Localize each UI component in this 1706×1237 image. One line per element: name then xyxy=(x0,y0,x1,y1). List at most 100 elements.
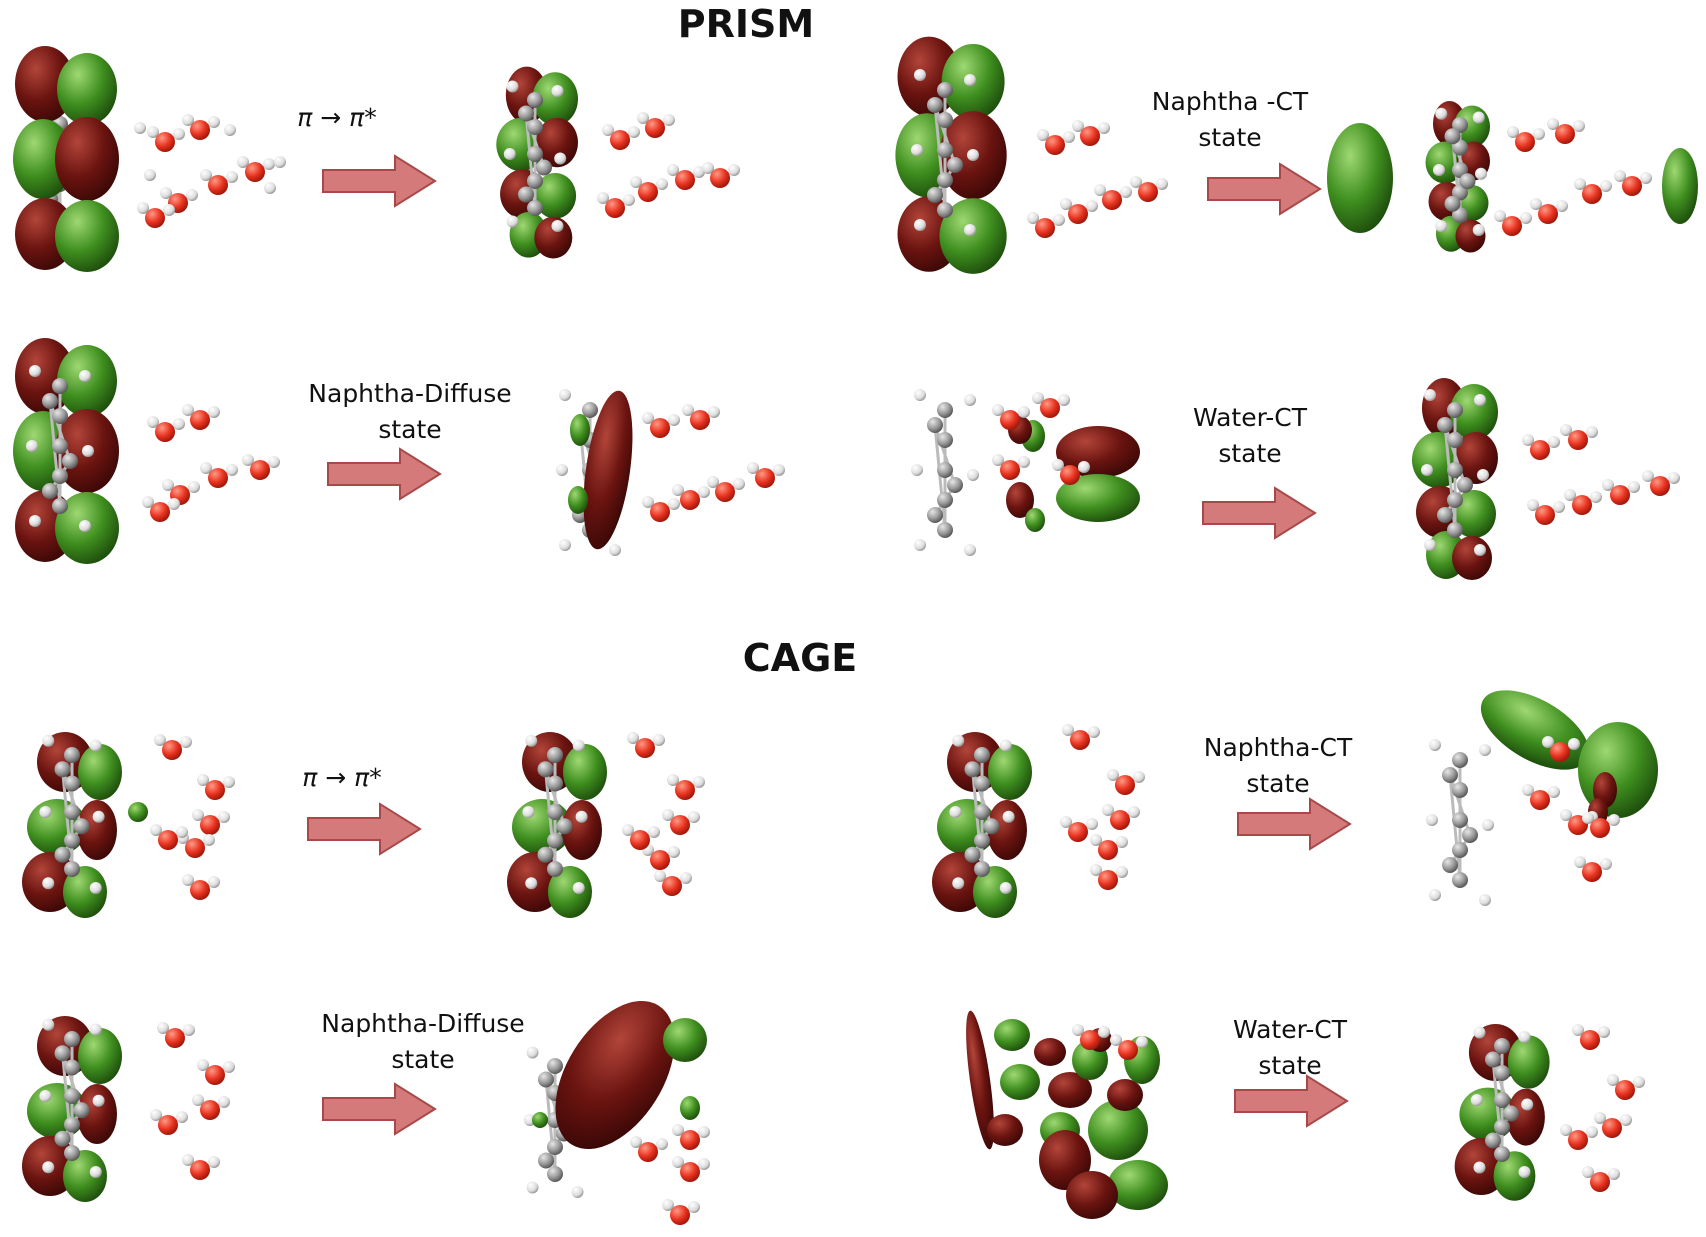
oxygen-atom xyxy=(680,490,700,510)
label-line: state xyxy=(1198,123,1262,152)
hydrogen-atom xyxy=(1553,501,1565,513)
carbon-atom xyxy=(64,832,80,849)
carbon-atom xyxy=(54,1130,71,1147)
orbital-lobe-red xyxy=(1048,1072,1092,1108)
hydrogen-atom xyxy=(609,544,621,556)
carbon-atom xyxy=(64,1116,80,1133)
label-line: π → π* xyxy=(302,763,382,792)
label-cage-pi-pistar: π → π* xyxy=(212,760,472,796)
orbital-lobe-green xyxy=(78,744,122,800)
hydrogen-atom xyxy=(1052,459,1064,471)
hydrogen-atom xyxy=(964,74,976,86)
hydrogen-atom xyxy=(672,1124,684,1136)
oxygen-atom xyxy=(1000,460,1020,480)
hydrogen-atom xyxy=(1110,1034,1122,1046)
hydrogen-atom xyxy=(571,1186,584,1198)
oxygen-atom xyxy=(635,738,655,758)
carbon-atom xyxy=(518,105,534,122)
carbon-atom xyxy=(54,1045,71,1062)
hydrogen-atom xyxy=(1564,489,1576,501)
carbon-atom xyxy=(974,804,990,820)
hydrogen-atom xyxy=(698,1158,710,1170)
orbital-lobe-green xyxy=(1108,1160,1168,1210)
oxygen-atom xyxy=(1535,505,1555,525)
hydrogen-atom xyxy=(551,85,564,97)
carbon-atom xyxy=(937,402,953,418)
hydrogen-atom xyxy=(1102,804,1114,816)
carbon-atom xyxy=(547,804,563,820)
carbon-atom xyxy=(1444,128,1461,145)
orbital-lobe-green xyxy=(532,72,578,126)
orbital-lobe-green xyxy=(78,1028,122,1084)
hydrogen-atom xyxy=(1120,186,1132,198)
hydrogen-atom xyxy=(1475,167,1487,180)
hydrogen-atom xyxy=(208,406,220,418)
oxygen-atom xyxy=(190,1160,210,1180)
carbon-atom xyxy=(547,775,563,792)
hydrogen-atom xyxy=(242,454,254,466)
hydrogen-atom xyxy=(1633,1076,1645,1088)
hydrogen-atom xyxy=(1520,212,1532,224)
hydrogen-atom xyxy=(992,404,1004,416)
hydrogen-atom xyxy=(226,464,238,476)
oxygen-atom xyxy=(190,120,210,140)
orbital-lobe-green xyxy=(57,53,117,125)
hydrogen-atom xyxy=(1058,394,1070,406)
hydrogen-atom xyxy=(1474,394,1486,406)
carbon-atom xyxy=(1447,462,1463,478)
hydrogen-atom xyxy=(1426,814,1438,826)
hydrogen-atom xyxy=(1130,176,1142,188)
hydrogen-atom xyxy=(1116,836,1128,848)
bond xyxy=(933,424,947,531)
hydrogen-atom xyxy=(42,1161,55,1174)
hydrogen-atom xyxy=(667,164,679,176)
arrow-right-icon xyxy=(322,1082,437,1136)
hydrogen-atom xyxy=(197,774,209,786)
bond xyxy=(1443,424,1467,486)
hydrogen-atom xyxy=(144,169,156,181)
carbon-atom xyxy=(1494,1146,1510,1162)
hydrogen-atom xyxy=(1602,479,1614,491)
hydrogen-atom xyxy=(1090,864,1102,876)
hydrogen-atom xyxy=(1614,170,1626,182)
hydrogen-atom xyxy=(192,809,204,821)
orbital-lobe-green xyxy=(63,866,107,918)
carbon-atom xyxy=(1457,477,1473,493)
carbon-atom xyxy=(1452,752,1468,768)
orbital-lobe-green xyxy=(1025,508,1045,532)
oxygen-atom xyxy=(158,1115,178,1135)
hydrogen-atom xyxy=(154,734,166,746)
orbital-lobe-green xyxy=(13,119,73,199)
orbital-lobe-red xyxy=(1452,536,1492,580)
carbon-atom xyxy=(537,846,554,863)
oxygen-atom xyxy=(200,1100,220,1120)
hydrogen-atom xyxy=(1433,164,1445,176)
oxygen-atom xyxy=(1555,124,1575,144)
label-line: Naphtha -CT xyxy=(1151,87,1309,116)
oxygen-atom xyxy=(650,418,670,438)
orbital-lobe-green xyxy=(973,866,1017,918)
hydrogen-atom xyxy=(623,194,635,206)
hydrogen-atom xyxy=(274,156,286,168)
orbital-lobe-green xyxy=(534,173,577,219)
oxygen-atom xyxy=(650,502,670,522)
carbon-atom xyxy=(1494,1065,1510,1081)
hydrogen-atom xyxy=(575,810,588,823)
carbon-atom xyxy=(42,483,58,499)
oxygen-atom xyxy=(1000,410,1020,430)
hydrogen-atom xyxy=(1598,1026,1610,1038)
hydrogen-atom xyxy=(1560,1124,1572,1136)
hydrogen-atom xyxy=(702,162,714,174)
carbon-atom xyxy=(1503,1105,1519,1122)
carbon-atom xyxy=(974,747,990,763)
carbon-atom xyxy=(947,477,963,493)
orbital-lobe-red xyxy=(77,1084,117,1144)
label-line: state xyxy=(1246,769,1310,798)
hydrogen-atom xyxy=(952,734,965,747)
hydrogen-atom xyxy=(1668,472,1680,484)
carbon-atom xyxy=(1437,507,1453,523)
hydrogen-atom xyxy=(1078,461,1090,473)
hydrogen-atom xyxy=(1002,810,1015,823)
hydrogen-atom xyxy=(662,809,674,821)
oxygen-atom xyxy=(1068,204,1088,224)
